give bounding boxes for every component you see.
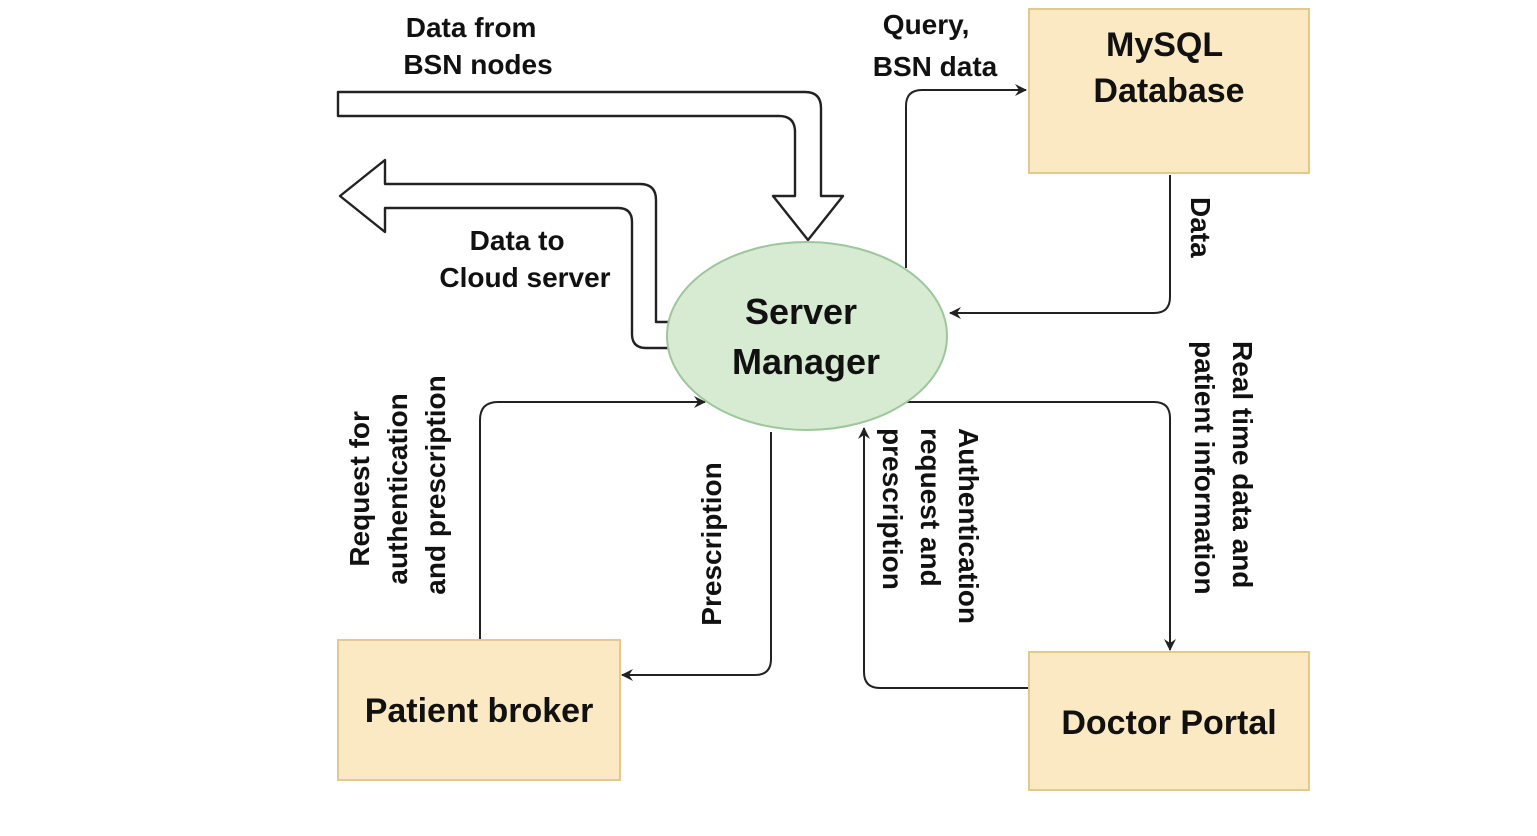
prescription-connector [621,432,772,681]
server-manager-oval [666,241,948,431]
query-label: Query, BSN data [873,9,998,82]
bsn-input-label: Data from BSN nodes [403,12,552,80]
svg-text:Doctor Portal: Doctor Portal [1061,704,1276,742]
bsn-input-fat-arrow [336,90,845,242]
realtime-label: Real time data and patient information [1189,341,1258,596]
mysql-label-line-1: MySQL [1106,26,1223,64]
server-label-line-1: Server [745,291,857,332]
doctor-portal-node: Doctor Portal [1028,651,1310,791]
mysql-database-node: MySQL Database [1028,8,1310,174]
db-data-label: Data [1185,197,1216,258]
doctor-label: Doctor Portal [1061,704,1276,742]
query-connector [905,84,1027,268]
doctor-portal-box [1028,651,1310,791]
patient-request-label: Request for authentication and prescript… [344,375,451,594]
prescription-label: Prescription [696,462,727,625]
patient-request-connector [479,396,706,640]
svg-text:Patient broker: Patient broker [365,692,594,730]
patient-broker-box [337,639,621,781]
patient-label: Patient broker [365,692,594,730]
cloud-output-fat-arrow [338,158,668,350]
doctor-auth-connector [858,427,1030,689]
doctor-auth-label: Authentication request and prescription [877,428,984,632]
cloud-output-label: Data to Cloud server [439,225,610,293]
db-data-connector [949,175,1171,319]
server-label-line-2: Manager [732,341,880,382]
server-manager-node: Server Manager [666,241,948,431]
mysql-database-box [1028,8,1310,174]
mysql-label-line-2: Database [1093,72,1244,110]
patient-broker-node: Patient broker [337,639,621,781]
svg-text:MySQL Database: MySQL Database [1093,26,1244,110]
realtime-connector [906,401,1176,651]
svg-text:Server Manager: Server Manager [732,291,880,382]
